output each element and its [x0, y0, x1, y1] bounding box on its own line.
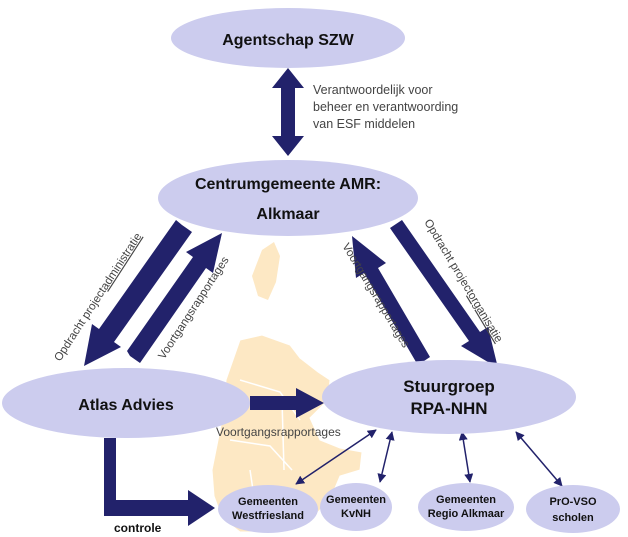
arrow-atlas-to-amr: [127, 233, 222, 363]
node-kvnh-label-line2: KvNH: [341, 508, 371, 520]
node-centrumgemeente-amr: Centrumgemeente AMR: Alkmaar: [158, 160, 418, 236]
node-gemeenten-westfriesland: Gemeenten Westfriesland: [218, 485, 318, 533]
arrow-atlas-to-stuurgroep: [250, 388, 324, 418]
node-agentschap-szw: Agentschap SZW: [171, 8, 405, 68]
node-pro-vso-label-line1: PrO-VSO: [549, 496, 597, 508]
node-pro-vso-label-line2: scholen: [552, 512, 594, 524]
node-gemeenten-regio-alkmaar: Gemeenten Regio Alkmaar: [418, 483, 514, 531]
node-atlas-advies-label: Atlas Advies: [78, 397, 174, 414]
connector-pro-vso: [515, 431, 563, 487]
node-stuurgroep-label-line1: Stuurgroep: [403, 377, 495, 396]
label-opdracht-prefix-right: Opdracht project: [421, 217, 475, 297]
node-gemeenten-kvnh: Gemeenten KvNH: [320, 483, 392, 531]
connector-regio-alkmaar: [458, 431, 474, 483]
node-amr-label-line1: Centrumgemeente AMR:: [195, 176, 381, 193]
label-verantwoordelijk-line3: van ESF middelen: [313, 117, 415, 131]
label-voortgang-bottom: Voortgangsrapportages: [216, 425, 341, 439]
arrow-atlas-controle: [104, 438, 215, 526]
texel-island: [252, 242, 280, 300]
arrow-amr-to-stuurgroep: [390, 220, 498, 368]
map-borders: [229, 379, 301, 511]
node-agentschap-szw-label: Agentschap SZW: [222, 32, 354, 49]
arrow-amr-to-atlas: [84, 220, 192, 366]
node-westfriesland-label-line1: Gemeenten: [238, 496, 298, 508]
label-verantwoordelijk: Verantwoordelijk voor beheer en verantwo…: [313, 83, 458, 131]
node-atlas-advies: Atlas Advies: [2, 368, 250, 438]
node-regio-alkmaar-label-line1: Gemeenten: [436, 494, 496, 506]
label-verantwoordelijk-line2: beheer en verantwoording: [313, 100, 458, 114]
label-verantwoordelijk-line1: Verantwoordelijk voor: [313, 83, 433, 97]
node-pro-vso-scholen: PrO-VSO scholen: [526, 485, 620, 533]
node-westfriesland-label-line2: Westfriesland: [232, 510, 304, 522]
node-regio-alkmaar-label-line2: Regio Alkmaar: [428, 508, 505, 520]
node-stuurgroep: Stuurgroep RPA-NHN: [322, 360, 576, 434]
connector-kvnh: [377, 431, 395, 483]
arrow-stuurgroep-to-amr: [352, 236, 430, 365]
node-stuurgroep-label-line2: RPA-NHN: [410, 399, 487, 418]
arrow-szw-amr: [272, 68, 304, 156]
connector-westfriesland: [295, 429, 377, 485]
connectors-stuurgroep-to-members: [295, 429, 563, 487]
label-controle: controle: [114, 521, 162, 535]
node-kvnh-label-line1: Gemeenten: [326, 494, 386, 506]
node-amr-label-line2: Alkmaar: [256, 206, 319, 223]
